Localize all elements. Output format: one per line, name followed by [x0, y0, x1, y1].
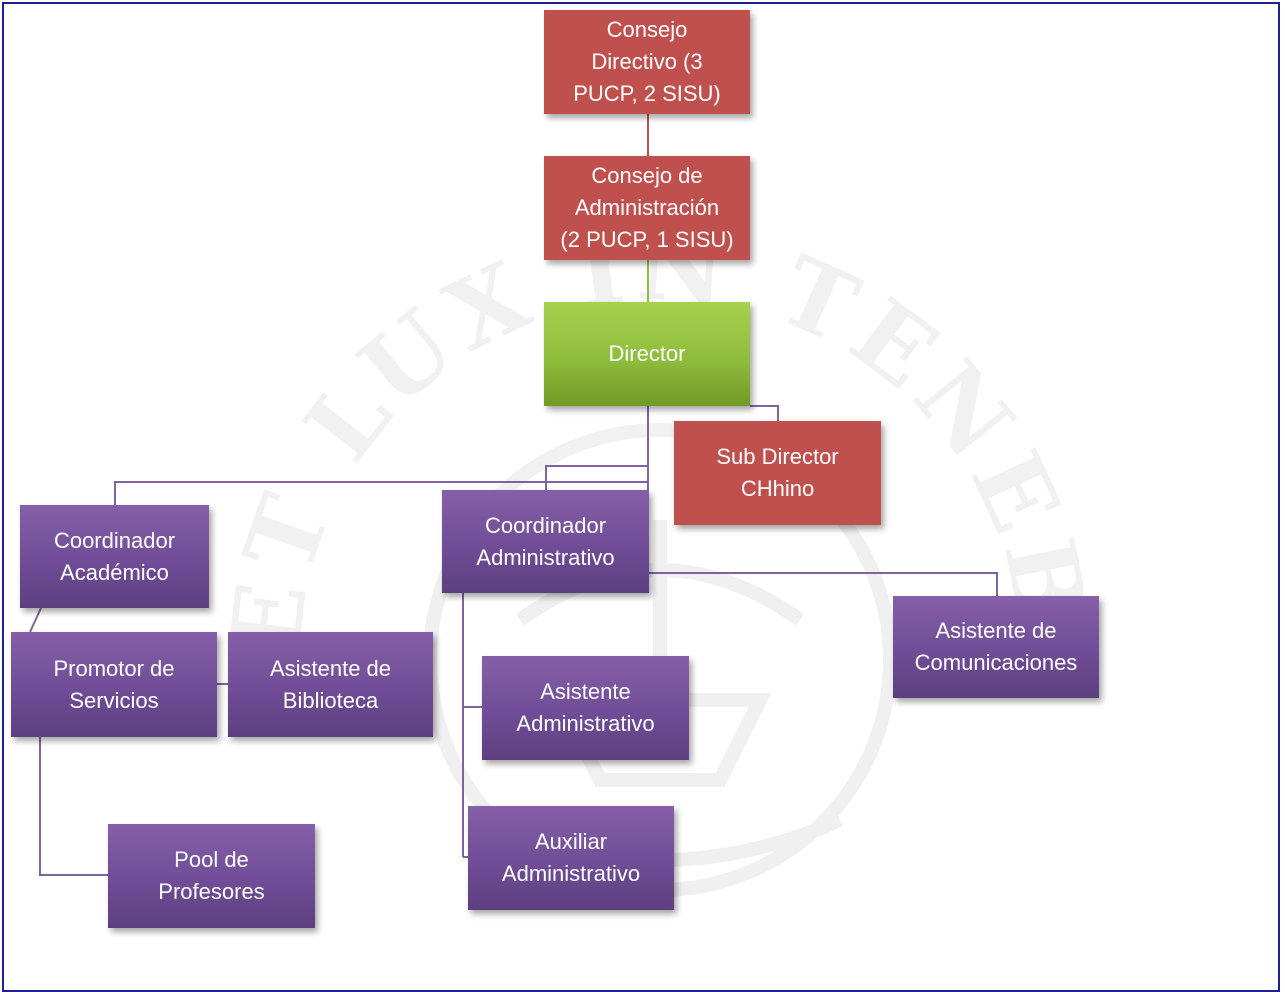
connector-promotor-pool	[39, 737, 108, 876]
director-node: Director	[544, 302, 750, 406]
director-label: Director	[608, 341, 686, 366]
asistente-comunicaciones-node: Asistente de Comunicaciones	[893, 596, 1099, 698]
promotor-servicios-label: Promotor de Servicios	[53, 655, 175, 713]
consejo-directivo-label: Consejo Directivo (3 PUCP, 2 SISU)	[573, 17, 721, 106]
coordinador-academico-label: Coordinador Académico	[53, 527, 176, 585]
consejo-administracion-label: Consejo de Administración (2 PUCP, 1 SIS…	[560, 163, 734, 252]
auxiliar-administrativo-label: Auxiliar Administrativo	[501, 829, 641, 886]
asistente-administrativo-node: Asistente Administrativo	[482, 656, 689, 760]
asistente-biblioteca-label: Asistente de Biblioteca	[269, 655, 392, 713]
connector-director-coord-academico	[114, 481, 648, 505]
sub-director-label: Sub Director CHhino	[716, 444, 839, 501]
connector-academico-promotor	[29, 607, 42, 633]
sub-director-node: Sub Director CHhino	[674, 421, 881, 525]
asistente-biblioteca-node: Asistente de Biblioteca	[228, 632, 433, 737]
promotor-servicios-node: Promotor de Servicios	[11, 632, 217, 737]
consejo-administracion-node: Consejo de Administración (2 PUCP, 1 SIS…	[544, 156, 750, 260]
coordinador-academico-node: Coordinador Académico	[20, 505, 209, 608]
connector-director-subdirector	[750, 405, 779, 421]
asistente-comunicaciones-label: Asistente de Comunicaciones	[914, 618, 1078, 675]
connector-director-coord-admin	[545, 465, 648, 490]
auxiliar-administrativo-node: Auxiliar Administrativo	[468, 806, 674, 910]
coordinador-administrativo-label: Coordinador Administrativo	[476, 512, 615, 570]
coordinador-administrativo-node: Coordinador Administrativo	[442, 490, 649, 593]
connector-admin-comunicaciones	[648, 572, 998, 596]
consejo-directivo-node: Consejo Directivo (3 PUCP, 2 SISU)	[544, 10, 750, 114]
pool-profesores-label: Pool de Profesores	[158, 847, 265, 904]
pool-profesores-node: Pool de Profesores	[108, 824, 315, 928]
asistente-administrativo-label: Asistente Administrativo	[516, 679, 655, 736]
